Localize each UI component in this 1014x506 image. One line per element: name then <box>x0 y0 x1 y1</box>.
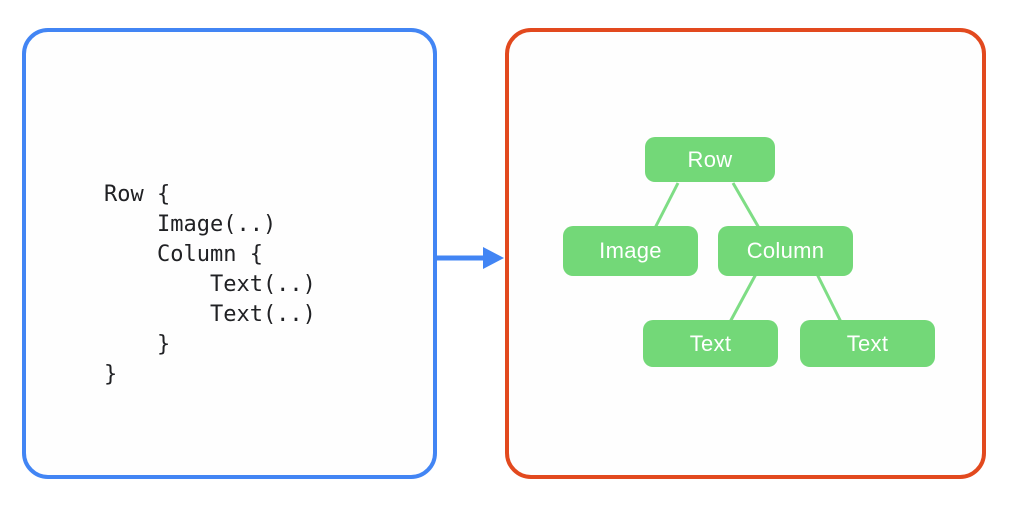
tree-node-label: Row <box>687 146 733 172</box>
tree-node-row: Row <box>645 137 775 182</box>
edge-column-text1 <box>728 273 758 323</box>
code-line: Text(..) <box>104 272 316 297</box>
tree-node-text-2: Text <box>800 320 935 367</box>
code-line: Row { <box>104 182 171 207</box>
tree-node-label: Column <box>746 238 825 263</box>
tree-node-label: Image <box>599 238 662 263</box>
tree-node-text-1: Text <box>643 320 778 367</box>
code-panel: Row { Image(..) Column { Text(..) Text(.… <box>22 28 437 479</box>
tree-node-image: Image <box>563 226 698 276</box>
code-line: Image(..) <box>104 212 277 237</box>
code-line: Column { <box>104 242 263 267</box>
code-line: } <box>104 332 171 357</box>
edge-row-image <box>653 182 680 229</box>
edge-column-text2 <box>815 273 843 323</box>
right-arrow-icon <box>437 247 504 269</box>
tree-connector-lines <box>653 182 843 323</box>
tree-node-label: Text <box>689 330 732 356</box>
tree-node-column: Column <box>718 226 853 276</box>
edge-row-column <box>731 182 761 229</box>
code-line: Text(..) <box>104 302 316 327</box>
tree-node-label: Text <box>846 330 889 356</box>
tree-panel: Row Image Column Text Text <box>505 28 986 479</box>
code-block: Row { Image(..) Column { Text(..) Text(.… <box>104 180 316 390</box>
code-line: } <box>104 362 118 387</box>
